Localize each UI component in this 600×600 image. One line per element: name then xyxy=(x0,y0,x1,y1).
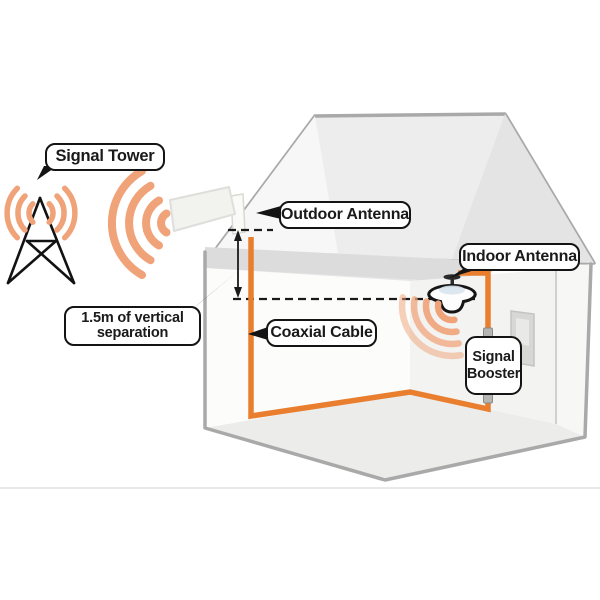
tower-waves-left-icon xyxy=(4,185,36,241)
booster-bottom-connector-icon xyxy=(483,393,493,404)
indoor-antenna-label-text: Indoor Antenna xyxy=(462,247,577,265)
indoor-label-tail xyxy=(449,269,478,278)
arrowhead-up-icon xyxy=(234,230,242,241)
signal-tower-label: Signal Tower xyxy=(45,143,165,171)
back-left-wall xyxy=(205,268,410,428)
coax-label-tail xyxy=(248,327,268,340)
signal-booster-box: Signal Booster xyxy=(465,336,522,395)
outdoor-antenna-icon xyxy=(169,186,246,235)
booster-line1: Signal xyxy=(472,348,515,365)
vertical-separation-label-text: 1.5m of vertical separation xyxy=(81,309,184,341)
signal-booster-box-text: Signal Booster xyxy=(466,348,521,383)
signal-tower-icon xyxy=(6,196,76,285)
arrowhead-down-icon xyxy=(234,287,242,298)
roof xyxy=(208,112,596,265)
indoor-signal-waves-icon xyxy=(398,294,464,360)
house xyxy=(203,112,596,482)
outdoor-antenna-label: Outdoor Antenna xyxy=(279,201,411,229)
right-wall-edge xyxy=(556,264,591,437)
roof-facet-right xyxy=(452,114,594,263)
indoor-antenna-label: Indoor Antenna xyxy=(459,243,580,271)
tower-waves-right-icon xyxy=(46,185,78,241)
booster-line2: Booster xyxy=(466,365,521,382)
incoming-signal-waves-icon xyxy=(107,167,171,279)
floor xyxy=(205,392,585,480)
outdoor-antenna-label-text: Outdoor Antenna xyxy=(281,205,409,223)
house-outer-edge xyxy=(203,250,593,482)
coaxial-cable-label-text: Coaxial Cable xyxy=(270,323,373,341)
coaxial-cable-line xyxy=(248,237,491,420)
outdoor-label-tail xyxy=(256,206,281,219)
vertical-separation-label: 1.5m of vertical separation xyxy=(64,306,201,346)
separation-label-pointer xyxy=(190,271,238,311)
signal-tower-label-text: Signal Tower xyxy=(55,147,155,166)
ceiling-slab xyxy=(205,247,508,283)
separation-line2: separation xyxy=(96,325,169,341)
coaxial-cable-label: Coaxial Cable xyxy=(266,319,377,347)
separation-line1: 1.5m of vertical xyxy=(81,309,184,326)
separation-dimension xyxy=(228,228,478,301)
